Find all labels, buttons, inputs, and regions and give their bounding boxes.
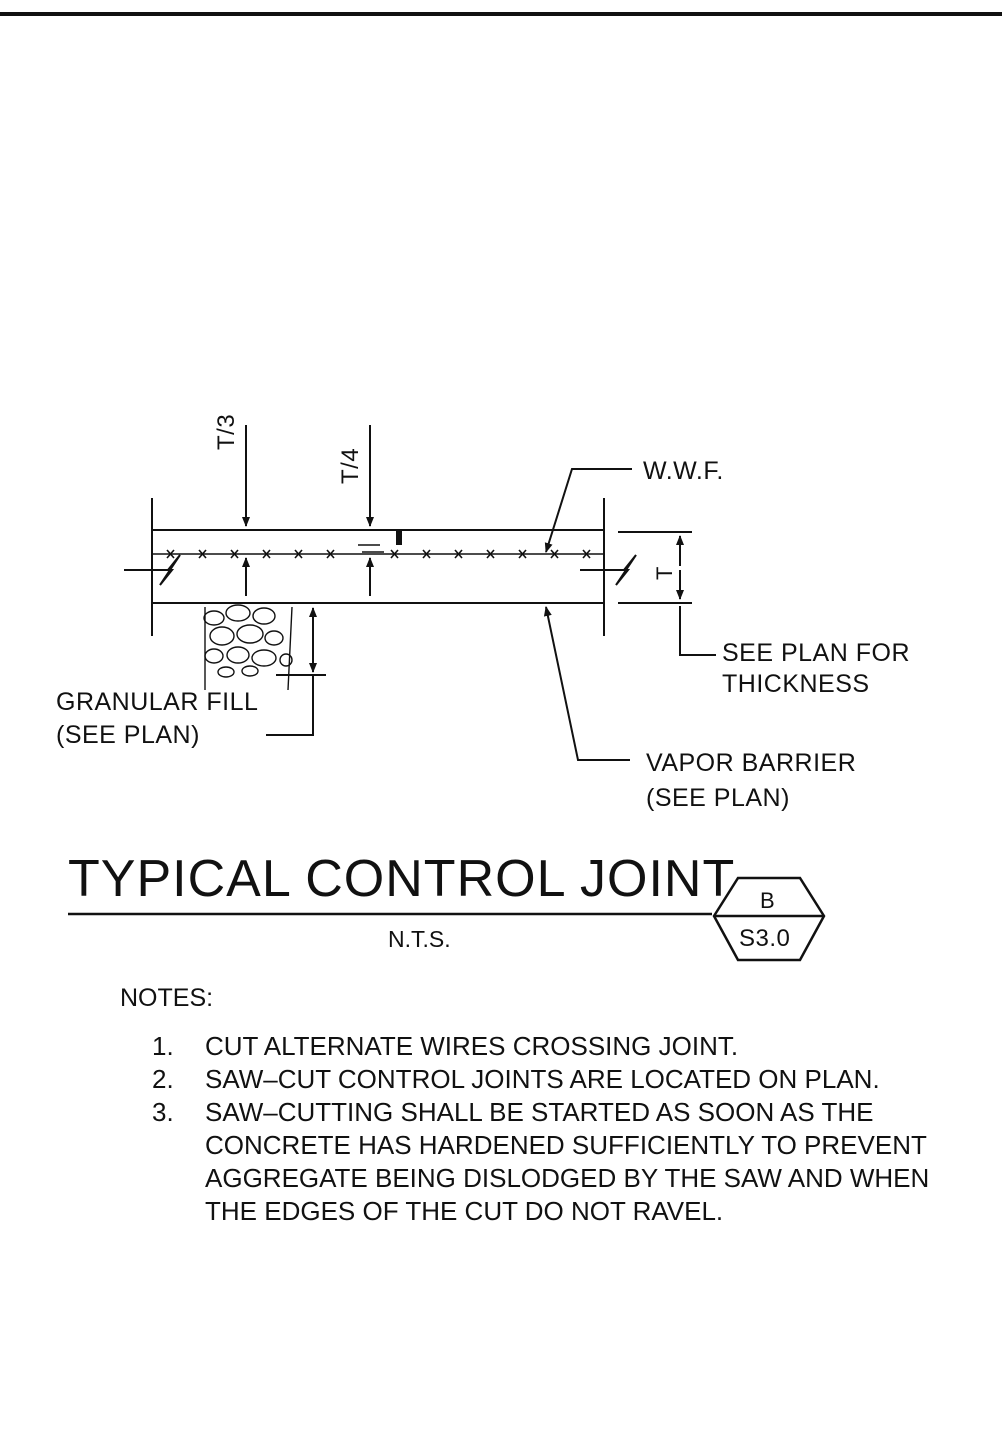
dim-label-thickness: T xyxy=(652,566,677,580)
wwf-label: W.W.F. xyxy=(643,457,724,485)
vapor-barrier-leader xyxy=(543,606,630,761)
note-text: SAW–CUTTING SHALL BE STARTED AS SOON AS … xyxy=(205,1097,930,1226)
break-line-right xyxy=(580,554,637,586)
vapor-barrier-label-line1: VAPOR BARRIER xyxy=(646,749,857,777)
vapor-barrier-label-line2: (SEE PLAN) xyxy=(646,784,790,812)
see-plan-label-line2: THICKNESS xyxy=(722,670,870,698)
detail-title: TYPICAL CONTROL JOINT xyxy=(68,850,736,908)
detail-tag-sheet: S3.0 xyxy=(739,925,791,952)
granular-fill-hatch xyxy=(203,604,293,691)
note-number: 2. xyxy=(152,1064,174,1094)
granular-fill-label-line1: GRANULAR FILL xyxy=(56,688,259,716)
granular-fill-label-line2: (SEE PLAN) xyxy=(56,721,200,749)
notes-heading: NOTES: xyxy=(120,984,214,1012)
dim-label-t4: T/4 xyxy=(337,447,364,484)
sheet-border-top xyxy=(0,12,1002,16)
note-text: CUT ALTERNATE WIRES CROSSING JOINT. xyxy=(205,1031,739,1061)
detail-tag-hexagon xyxy=(712,876,826,962)
note-number: 1. xyxy=(152,1031,174,1061)
dim-label-t3: T/3 xyxy=(213,413,240,450)
wwf-mesh-crosses xyxy=(166,549,591,559)
mesh-cut-symbol xyxy=(358,544,384,553)
note-number: 3. xyxy=(152,1097,174,1127)
note-text: SAW–CUT CONTROL JOINTS ARE LOCATED ON PL… xyxy=(205,1064,880,1094)
see-plan-label-line1: SEE PLAN FOR xyxy=(722,639,910,667)
detail-tag-letter: B xyxy=(760,888,776,913)
break-line-left xyxy=(124,554,181,586)
granular-fill-leader xyxy=(266,607,326,736)
wwf-leader xyxy=(544,468,632,553)
thickness-dim-lines xyxy=(618,531,716,656)
scale-label: N.T.S. xyxy=(388,926,451,952)
saw-cut-mark xyxy=(396,531,402,545)
